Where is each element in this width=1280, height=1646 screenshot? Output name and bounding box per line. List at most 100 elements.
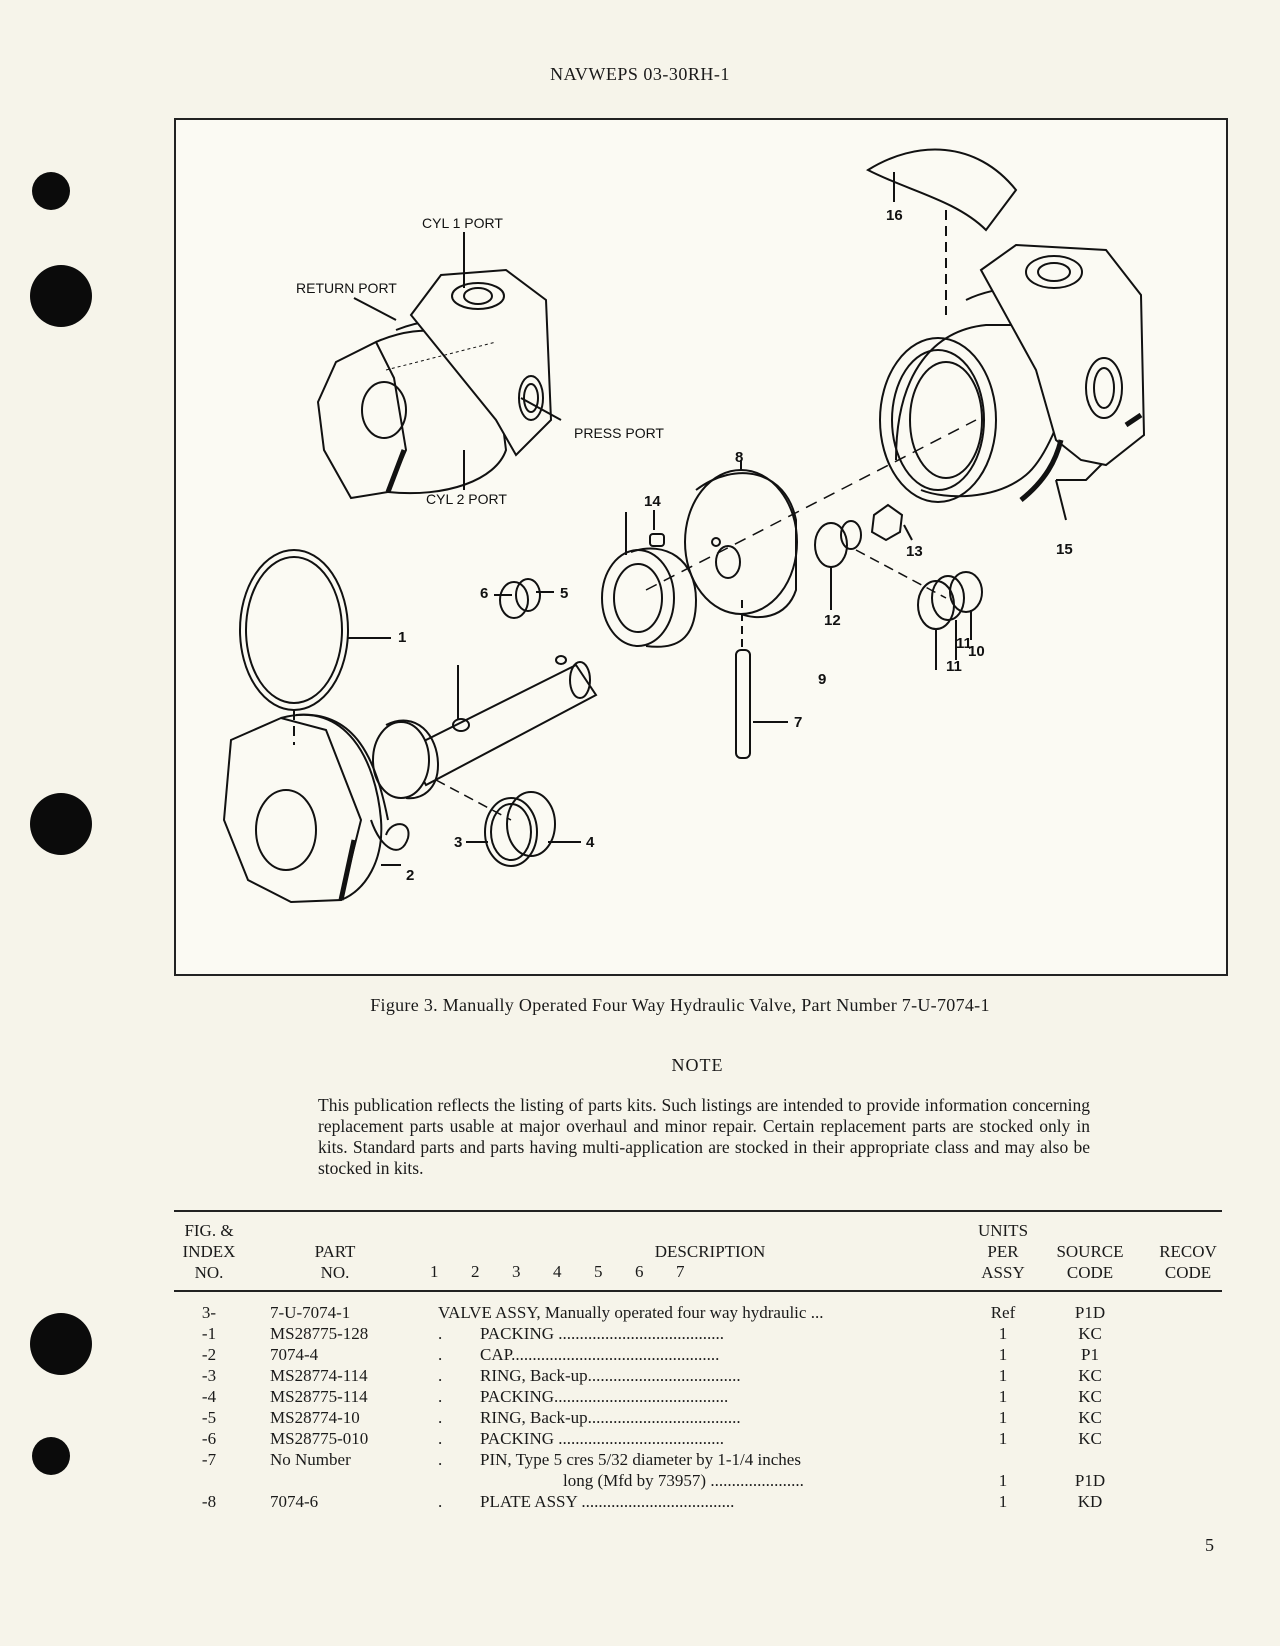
index-number: 16 [886,207,903,224]
index-number: 13 [906,543,923,560]
index-number: 6 [480,585,488,602]
cell-source: KC [1078,1408,1102,1427]
indent-dot: . [438,1429,443,1448]
cell-units: 1 [998,1324,1008,1343]
table-row: -6 MS28775-010 . PACKING ................… [0,1429,1280,1450]
index-number: 9 [818,671,826,688]
desc-text: VALVE ASSY, Manually operated four way h… [438,1303,824,1322]
index-number: 11 [946,658,962,675]
table-top-rule [174,1210,1222,1212]
indent-digit: 5 [594,1262,603,1281]
table-row: -3 MS28774-114 .RING, Back-up...........… [0,1366,1280,1387]
desc-text: long (Mfd by 73957) ....................… [563,1471,804,1490]
cell-source: P1D [1074,1303,1106,1322]
cell-part: 7074-6 [270,1492,319,1511]
header-line: CODE [1164,1263,1212,1282]
header-recov-code: RECOV CODE [1148,1241,1228,1283]
binder-hole [30,1313,92,1375]
cell-units: 1 [998,1387,1008,1406]
cell-part: 7-U-7074-1 [270,1303,351,1322]
cell-fig: -5 [201,1408,217,1427]
cell-fig: -4 [201,1387,217,1406]
desc-text: PLATE ASSY .............................… [480,1492,735,1511]
index-number: 14 [644,493,661,510]
exploded-view-figure: CYL 1 PORT RETURN PORT PRESS PORT CYL 2 … [174,118,1228,976]
cell-source: KC [1078,1366,1102,1385]
table-row: 3- 7-U-7074-1 VALVE ASSY, Manually opera… [0,1303,1280,1324]
note-title: NOTE [671,1055,724,1075]
cell-part: 7074-4 [270,1345,319,1364]
note-body: This publication reflects the listing of… [318,1095,1090,1178]
cell-source: KC [1078,1429,1102,1448]
index-number: 1 [398,629,406,646]
index-number: 2 [406,867,414,884]
cell-source: KD [1077,1492,1103,1511]
desc-text: PACKING ................................… [480,1429,725,1448]
cell-fig: -8 [201,1492,217,1511]
header-fig-index: FIG. & INDEX NO. [174,1220,244,1283]
cell-part: No Number [270,1450,351,1469]
header-line: NO. [320,1263,350,1282]
indent-digit: 1 [430,1262,439,1281]
header-part-no: PART NO. [290,1241,380,1283]
cell-desc: VALVE ASSY, Manually operated four way h… [438,1303,960,1323]
header-line: FIG. & [184,1221,234,1240]
header-line: PER [987,1242,1019,1261]
index-number: 15 [1056,541,1073,558]
indent-digit: 4 [553,1262,562,1281]
cell-desc: .PLATE ASSY ............................… [438,1492,960,1512]
header-line: CODE [1066,1263,1114,1282]
cell-part: MS28774-114 [270,1366,368,1385]
index-number: 5 [560,585,568,602]
index-number: 10 [968,643,985,660]
index-number: 3 [454,834,462,851]
cell-desc: long (Mfd by 73957) ....................… [438,1471,960,1491]
index-number: 11 [956,635,972,652]
header-line: RECOV [1159,1242,1217,1261]
cell-source: KC [1078,1324,1102,1343]
indent-dot: . [438,1345,443,1364]
cell-units: 1 [998,1345,1008,1364]
cell-source: KC [1078,1387,1102,1406]
header-units-per-assy: UNITS PER ASSY [968,1220,1038,1283]
cell-desc: .PACKING................................… [438,1387,960,1407]
cell-source: P1 [1081,1345,1099,1364]
index-number: 8 [735,449,743,466]
cell-part: MS28775-128 [270,1324,369,1343]
return-port-label: RETURN PORT [296,280,397,296]
desc-text: PIN, Type 5 cres 5/32 diameter by 1-1/4 … [480,1450,801,1469]
table-row: -5 MS28774-10 .RING, Back-up............… [0,1408,1280,1429]
header-line: UNITS [977,1221,1029,1240]
cell-units: Ref [990,1303,1016,1322]
table-row: -1 MS28775-128 .PACKING ................… [0,1324,1280,1345]
binder-hole [32,1437,70,1475]
cell-fig: -6 [201,1429,217,1448]
cyl1-port-label: CYL 1 PORT [422,215,503,231]
indent-dot: . [438,1408,443,1427]
header-source-code: SOURCE CODE [1050,1241,1130,1283]
indent-dot: . [438,1387,443,1406]
cell-desc: .RING, Back-up..........................… [438,1366,960,1386]
index-number: 4 [586,834,595,851]
cell-fig: -2 [201,1345,217,1364]
cell-desc: .RING, Back-up..........................… [438,1408,960,1428]
document-number: NAVWEPS 03-30RH-1 [550,64,730,84]
index-number: 12 [824,612,841,629]
table-row: -2 7074-4 .CAP..........................… [0,1345,1280,1366]
indent-digit: 3 [512,1262,521,1281]
cell-units: 1 [998,1429,1008,1448]
header-line: ASSY [981,1263,1025,1282]
cell-part: MS28775-010 [270,1429,369,1448]
header-line: NO. [194,1263,224,1282]
header-line: PART [314,1242,356,1261]
header-line: SOURCE [1056,1242,1124,1261]
table-header-rule [174,1290,1222,1292]
binder-hole [32,172,70,210]
figure-caption: Figure 3. Manually Operated Four Way Hyd… [370,995,990,1015]
cell-part: MS28775-114 [270,1387,368,1406]
cell-desc: .CAP....................................… [438,1345,960,1365]
cell-fig: 3- [201,1303,217,1322]
press-port-label: PRESS PORT [574,425,664,441]
indent-digit: 2 [471,1262,480,1281]
table-row: long (Mfd by 73957) ....................… [0,1471,1280,1492]
